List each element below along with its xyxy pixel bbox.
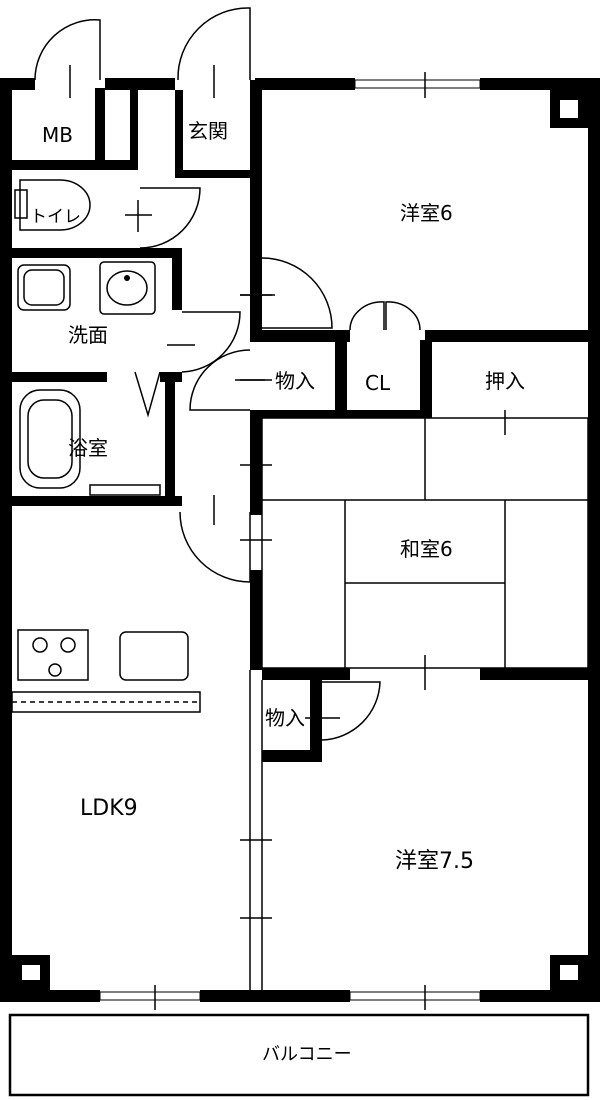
balcony-outline	[8, 1013, 590, 1097]
label-mb: MB	[42, 123, 73, 147]
outer-walls	[0, 78, 600, 1002]
door-swings	[34, 7, 421, 741]
label-genkan: 玄関	[188, 119, 228, 143]
label-yoshitsu-6: 洋室6	[400, 201, 453, 225]
label-senmen: 洗面	[68, 323, 108, 347]
label-yoshitsu-7-5: 洋室7.5	[395, 849, 474, 874]
label-monoire-lower: 物入	[265, 706, 305, 730]
label-monoire-upper: 物入	[275, 369, 315, 393]
windows	[99, 72, 481, 1010]
label-washitsu-6: 和室6	[400, 537, 453, 561]
label-yokushitsu: 浴室	[68, 436, 108, 460]
label-oshiire: 押入	[485, 369, 525, 393]
label-cl: CL	[365, 371, 391, 395]
label-toilet: トイレ	[30, 207, 81, 227]
label-balcony: バルコニー	[262, 1044, 352, 1065]
interior-walls	[12, 80, 600, 762]
fixtures	[11, 179, 201, 713]
label-ldk-9: LDK9	[80, 796, 138, 821]
tatami	[261, 410, 589, 690]
